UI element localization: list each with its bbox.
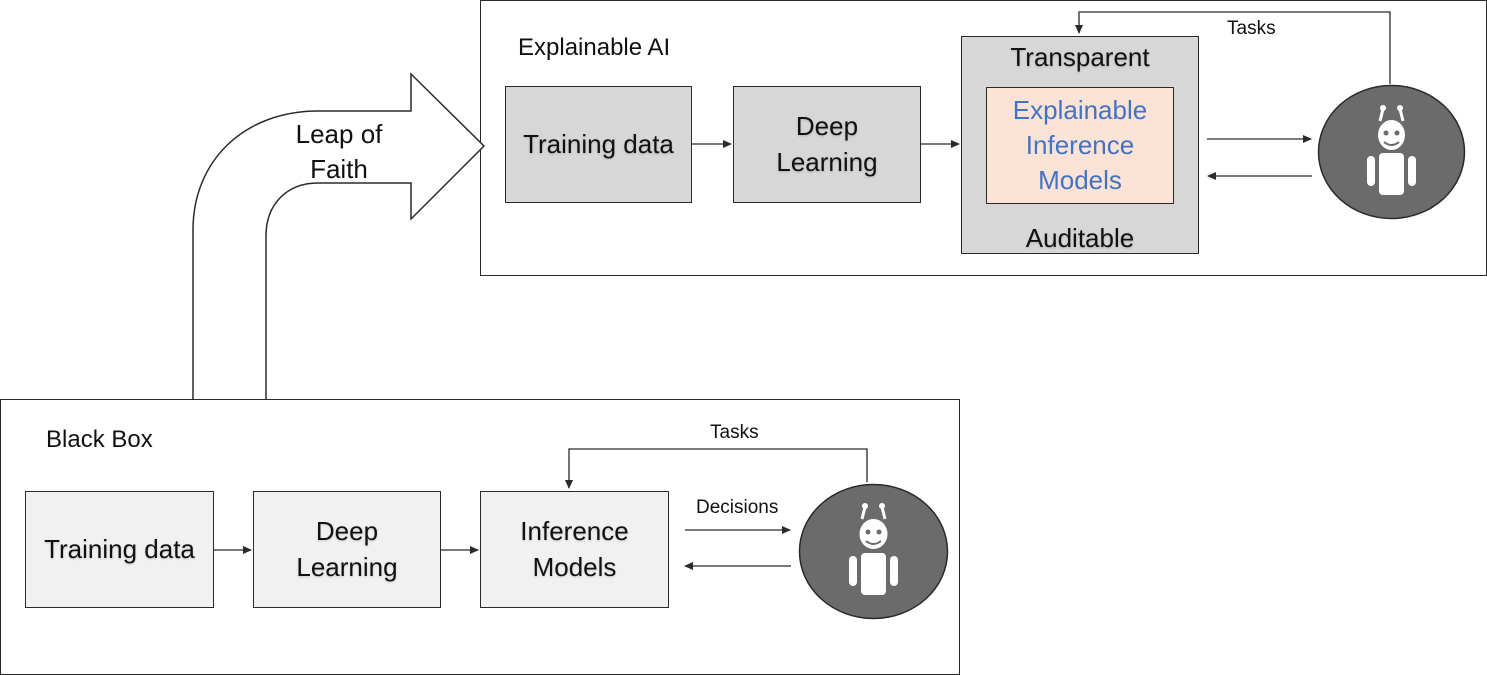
bb-tasks-feedback-arrow bbox=[565, 448, 868, 489]
xai-agent bbox=[1317, 84, 1466, 220]
xai-deep-learning-box: Deep Learning bbox=[733, 86, 921, 203]
robot-icon bbox=[798, 483, 949, 620]
bb-training-data-box: Training data bbox=[25, 491, 214, 608]
explainable-ai-panel: Explainable AI Training data Deep Learni… bbox=[480, 0, 1487, 276]
leap-of-faith-arrow bbox=[192, 72, 486, 399]
bb-tasks-label: Tasks bbox=[710, 422, 759, 443]
auditable-label: Auditable bbox=[1025, 223, 1135, 253]
robot-icon bbox=[1317, 84, 1466, 220]
xai-tasks-feedback-arrow bbox=[1075, 11, 1391, 84]
leap-of-faith-label: Leap of Faith bbox=[295, 119, 383, 185]
bb-inference-models-box: Inference Models bbox=[480, 491, 669, 608]
transparent-auditable-box: Transparent Explainable Inference Models… bbox=[961, 36, 1199, 254]
black-box-panel: Black Box Training data Deep Learning In… bbox=[0, 399, 960, 675]
bb-agent bbox=[798, 483, 949, 620]
bb-decisions-label: Decisions bbox=[696, 497, 779, 518]
xai-tasks-label: Tasks bbox=[1227, 18, 1276, 39]
explainable-inference-models-box: Explainable Inference Models bbox=[986, 87, 1174, 204]
bb-deep-learning-box: Deep Learning bbox=[253, 491, 441, 608]
xai-training-data-box: Training data bbox=[505, 86, 692, 203]
black-box-title: Black Box bbox=[46, 426, 153, 453]
explainable-ai-title: Explainable AI bbox=[518, 34, 671, 61]
transparent-label: Transparent bbox=[1010, 42, 1150, 72]
